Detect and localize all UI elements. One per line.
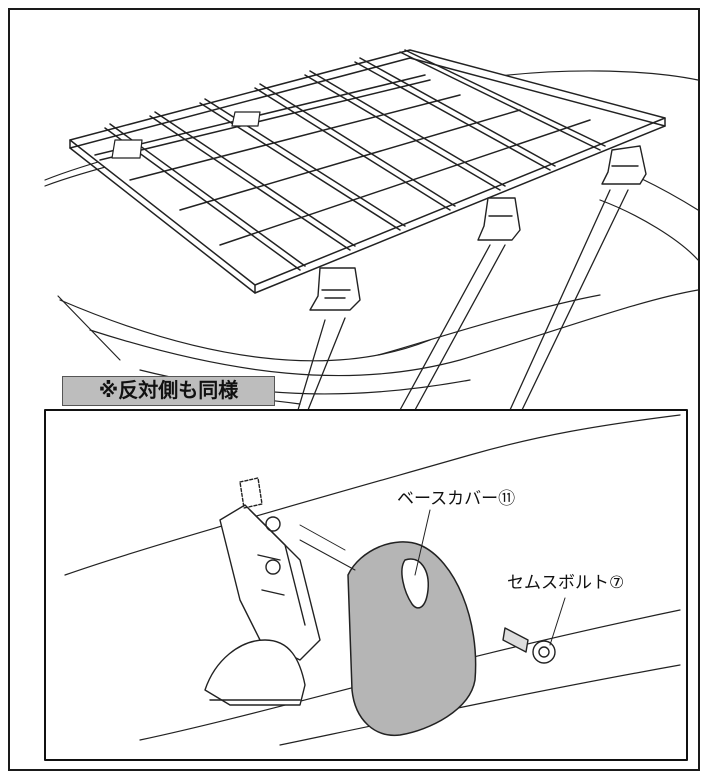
foot-base bbox=[204, 639, 306, 706]
roof-rack bbox=[69, 49, 666, 294]
label-semsu-bolt: セムスボルト⑦ bbox=[507, 573, 625, 593]
bracket bbox=[219, 477, 321, 661]
semsu-bolt-part bbox=[502, 627, 556, 664]
rack-foot-far-mid bbox=[231, 111, 261, 127]
label-base-cover: ベースカバー⑪ bbox=[397, 489, 516, 509]
base-cover-part bbox=[347, 541, 477, 737]
callout-leaders bbox=[299, 509, 566, 646]
rack-foot-center bbox=[477, 197, 521, 241]
rack-foot-rear bbox=[601, 145, 647, 185]
rack-foot-front-left bbox=[309, 267, 361, 311]
note-label-opposite-side-same: ※反対側も同様 bbox=[62, 376, 275, 406]
leader-lines bbox=[297, 189, 629, 411]
rack-foot-far-left bbox=[111, 139, 143, 159]
